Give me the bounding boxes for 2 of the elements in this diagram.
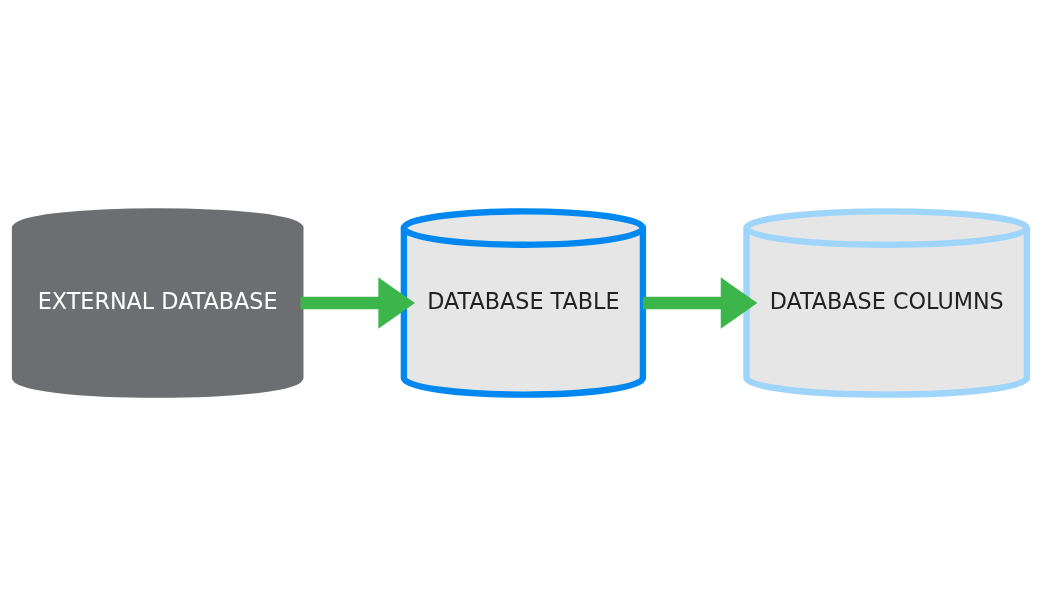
arrow bbox=[300, 277, 415, 329]
arrow bbox=[642, 277, 758, 329]
